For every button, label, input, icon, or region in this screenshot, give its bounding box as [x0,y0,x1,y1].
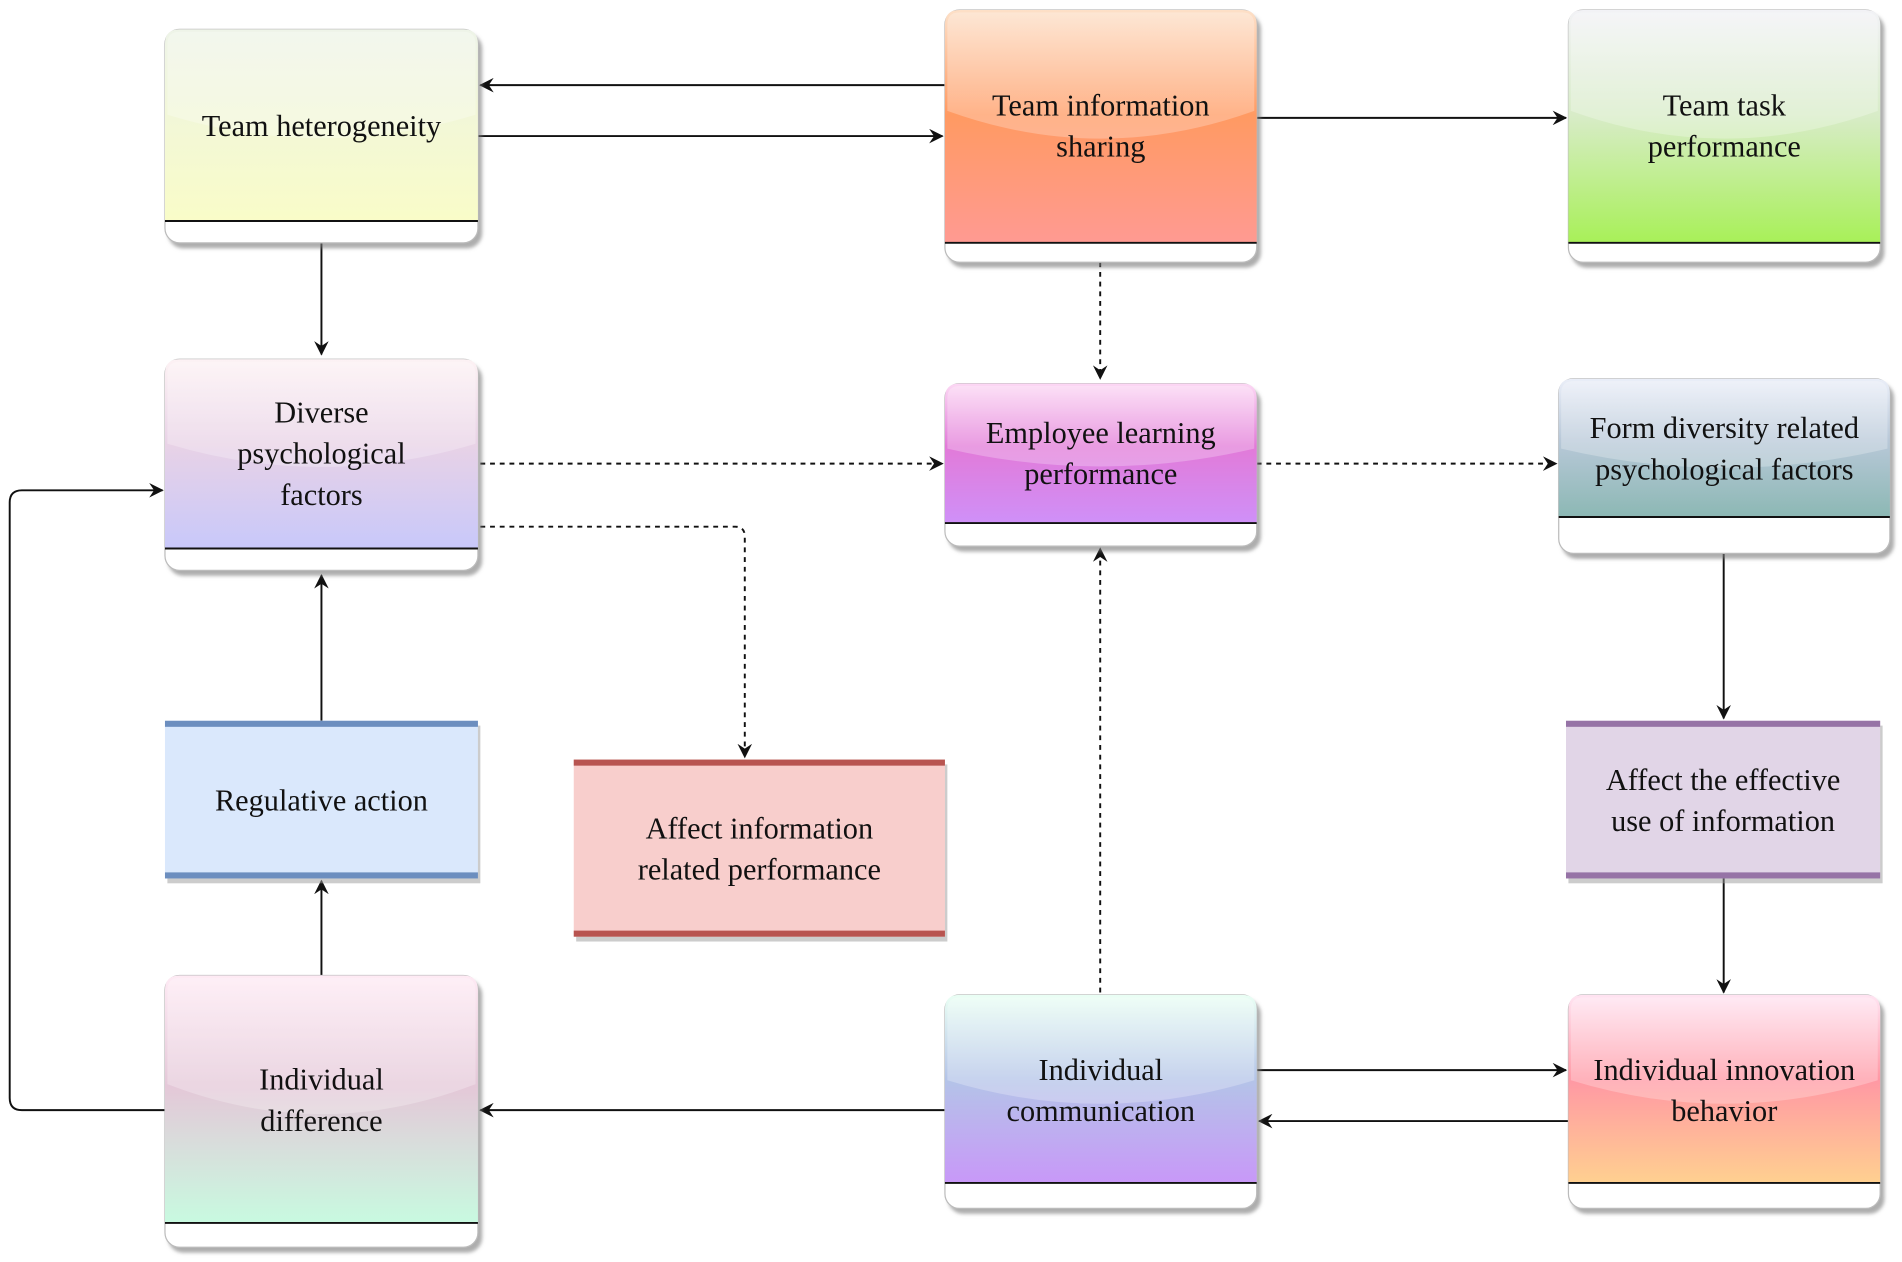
node-label-line: performance [1648,130,1801,164]
node-label-line: difference [260,1104,382,1138]
node-label-line: Individual [1039,1053,1164,1087]
node-label-line: behavior [1671,1094,1777,1128]
node-top-bar [573,759,945,766]
node-fill [164,359,478,549]
node-label-line: psychological factors [1595,452,1853,486]
node-form-diversity-related-psychological-factors: Form diversity related psychological fact… [1558,378,1891,554]
node-fill [164,975,478,1223]
nodes: Team heterogeneity Team information sharin… [164,9,1891,1248]
node-box [1565,720,1881,879]
node-fill [1558,378,1890,517]
node-label-line: use of information [1611,804,1835,838]
node-regulative-action: Regulative action [164,720,481,884]
node-individual-innovation-behavior: Individual innovation behavior [1567,994,1881,1209]
node-individual-communication: Individual communication [944,994,1258,1209]
node-fill [164,29,478,222]
node-label-line: Affect the effective [1606,763,1841,797]
node-label-line: Diverse [274,395,368,429]
node-label-line: Affect information [646,811,874,845]
node-gloss [1570,997,1878,1104]
node-gloss [947,385,1255,467]
node-fill [944,994,1257,1183]
node-gloss [947,12,1255,139]
node-diverse-psychological-factors: Diverse psychological factors [164,358,479,571]
node-label-line: factors [280,478,362,512]
node-label-line: Regulative action [215,784,428,818]
node-top-bar [164,720,478,727]
node-team-information-sharing: Team information sharing [944,9,1258,263]
node-label-line: Team task [1663,88,1787,122]
node-gloss [1570,12,1878,139]
arrow-psych-to-affect-info [480,525,753,759]
node-team-task-performance: Team task performance [1567,9,1881,263]
node-label-line: related performance [638,853,881,887]
node-label-line: Team information [992,88,1210,122]
node-individual-difference: Individual difference [164,974,479,1248]
node-fill [1568,994,1881,1183]
node-label-line: communication [1007,1094,1196,1128]
node-box [164,720,478,879]
node-label-line: Employee learning [986,416,1216,450]
node-top-bar [1565,720,1881,727]
node-label-line: Individual [259,1063,384,1097]
node-bottom-bar [573,930,945,937]
node-gloss [947,997,1255,1104]
node-affect-information-related-performance: Affect information related performance [573,759,948,942]
node-employee-learning-performance: Employee learning performance [944,382,1258,547]
node-fill [944,9,1257,243]
node-label-line: psychological [237,437,405,471]
node-affect-effective-use-of-information: Affect the effective use of information [1565,720,1883,884]
arrow-difference-to-psych [8,483,165,1112]
node-bottom-bar [1565,872,1881,879]
node-box [573,759,945,937]
node-team-heterogeneity: Team heterogeneity [164,28,479,244]
node-bottom-bar [164,872,478,879]
node-fill [1568,9,1881,243]
node-gloss [167,361,476,467]
node-label-line: sharing [1056,130,1145,164]
node-label-line: Form diversity related [1590,411,1859,445]
node-label-line: performance [1024,457,1177,491]
node-label-line: Team heterogeneity [202,109,442,143]
node-label-line: Individual innovation [1593,1053,1855,1087]
edges [8,77,1731,1129]
node-gloss [167,31,476,139]
node-gloss [167,977,476,1115]
node-gloss [1561,381,1888,468]
node-fill [944,383,1257,524]
